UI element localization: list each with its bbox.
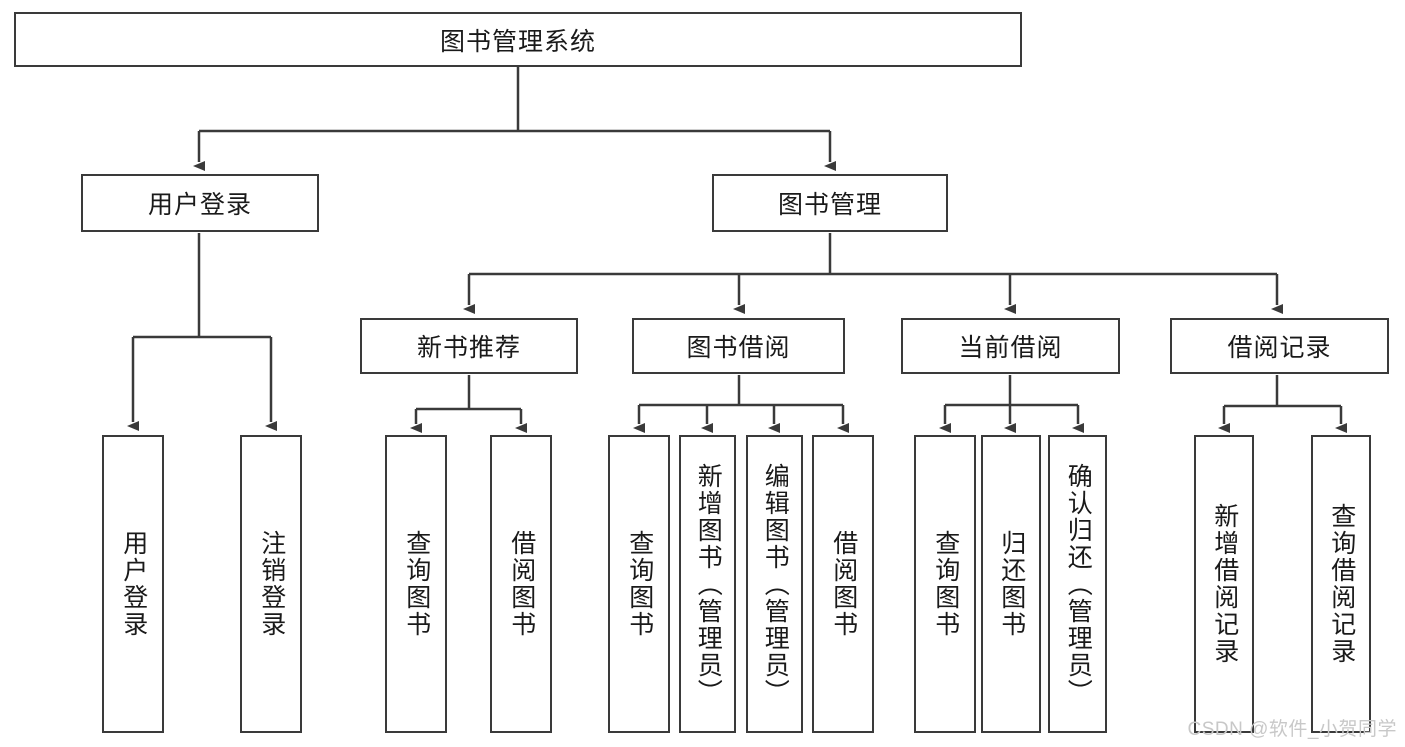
leaf-query-book-3[interactable]: 查询图书: [914, 435, 976, 733]
leaf-query-record[interactable]: 查询借阅记录: [1311, 435, 1371, 733]
leaf-query-book-2-label: 查询图书: [625, 530, 654, 638]
node-root[interactable]: 图书管理系统: [14, 12, 1022, 67]
leaf-add-record[interactable]: 新增借阅记录: [1194, 435, 1254, 733]
leaf-query-book-2[interactable]: 查询图书: [608, 435, 670, 733]
node-new-book-recommend-label: 新书推荐: [416, 334, 521, 362]
leaf-logout[interactable]: 注销登录: [240, 435, 302, 733]
leaf-query-book-1[interactable]: 查询图书: [385, 435, 447, 733]
leaf-add-book-label: 新增图书（管理员）: [694, 462, 723, 706]
leaf-return-book[interactable]: 归还图书: [981, 435, 1041, 733]
node-current-borrow[interactable]: 当前借阅: [901, 318, 1120, 374]
leaf-user-login[interactable]: 用户登录: [102, 435, 164, 733]
node-book-manage[interactable]: 图书管理: [712, 174, 948, 232]
node-new-book-recommend[interactable]: 新书推荐: [360, 318, 578, 374]
leaf-borrow-book-1[interactable]: 借阅图书: [490, 435, 552, 733]
node-book-manage-label: 图书管理: [777, 191, 882, 219]
leaf-query-book-3-label: 查询图书: [931, 530, 960, 638]
node-user-login[interactable]: 用户登录: [81, 174, 319, 232]
leaf-return-book-label: 归还图书: [997, 530, 1026, 638]
node-book-borrow-label: 图书借阅: [686, 334, 791, 362]
leaf-user-login-label: 用户登录: [119, 530, 148, 638]
leaf-add-record-label: 新增借阅记录: [1210, 503, 1239, 665]
leaf-borrow-book-2[interactable]: 借阅图书: [812, 435, 874, 733]
node-root-label: 图书管理系统: [439, 27, 596, 56]
leaf-borrow-book-2-label: 借阅图书: [829, 530, 858, 638]
csdn-watermark: CSDN @软件_小贺同学: [1187, 719, 1397, 740]
leaf-confirm-return[interactable]: 确认归还（管理员）: [1048, 435, 1107, 733]
leaf-logout-label: 注销登录: [257, 530, 286, 638]
leaf-query-record-label: 查询借阅记录: [1327, 503, 1356, 665]
node-borrow-record[interactable]: 借阅记录: [1170, 318, 1389, 374]
leaf-confirm-return-label: 确认归还（管理员）: [1064, 462, 1093, 706]
leaf-query-book-1-label: 查询图书: [402, 530, 431, 638]
leaf-add-book[interactable]: 新增图书（管理员）: [679, 435, 736, 733]
node-current-borrow-label: 当前借阅: [958, 334, 1063, 362]
node-user-login-label: 用户登录: [147, 191, 252, 219]
leaf-borrow-book-1-label: 借阅图书: [507, 530, 536, 638]
node-book-borrow[interactable]: 图书借阅: [632, 318, 845, 374]
leaf-edit-book-label: 编辑图书（管理员）: [761, 462, 790, 706]
node-borrow-record-label: 借阅记录: [1227, 334, 1332, 362]
leaf-edit-book[interactable]: 编辑图书（管理员）: [746, 435, 803, 733]
